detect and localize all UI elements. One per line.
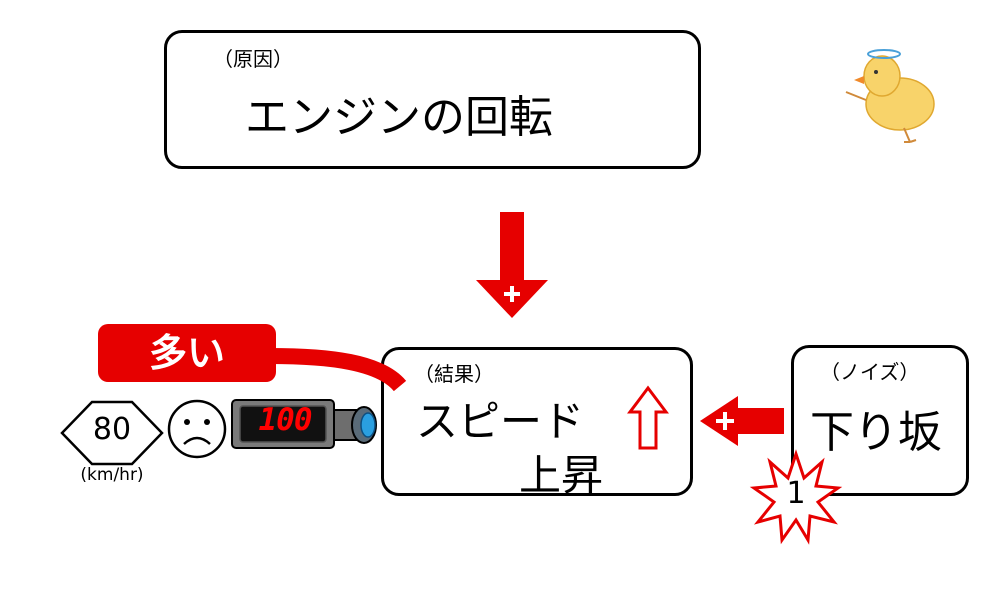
cause-small-label: （原因） — [213, 47, 293, 71]
explosion-star-icon — [749, 449, 843, 545]
noise-marker-number: 1 — [786, 476, 806, 511]
cause-box: （原因） エンジンの回転 — [164, 30, 701, 169]
effect-tag: 多い — [98, 324, 276, 382]
result-label-main: スピード — [416, 397, 585, 446]
noise-label: 下り坂 — [810, 407, 942, 458]
result-small-label: （結果） — [414, 362, 494, 386]
speed-limit-value: 80 — [92, 412, 132, 447]
plus-sign-v — [510, 286, 514, 302]
speed-limit-sign-icon — [60, 400, 164, 466]
noise-box: （ノイズ） 下り坂 — [791, 345, 969, 496]
speed-camera-icon — [231, 399, 377, 449]
cause-label: エンジンの回転 — [245, 92, 553, 143]
up-arrow-icon — [627, 385, 669, 450]
chick-icon — [845, 49, 935, 143]
effect-connector — [269, 348, 407, 392]
result-box: （結果） スピード 上昇 — [381, 347, 693, 500]
result-label-sub: 上昇 — [519, 451, 604, 500]
speed-limit-unit: (km/hr) — [80, 465, 144, 485]
plus-sign-v — [723, 412, 727, 430]
noise-to-result-arrow — [700, 396, 784, 446]
sad-face-icon — [167, 399, 227, 459]
speed-camera-reading: 100 — [258, 402, 313, 438]
cause-to-result-arrow — [476, 212, 548, 318]
noise-small-label: （ノイズ） — [820, 360, 920, 384]
